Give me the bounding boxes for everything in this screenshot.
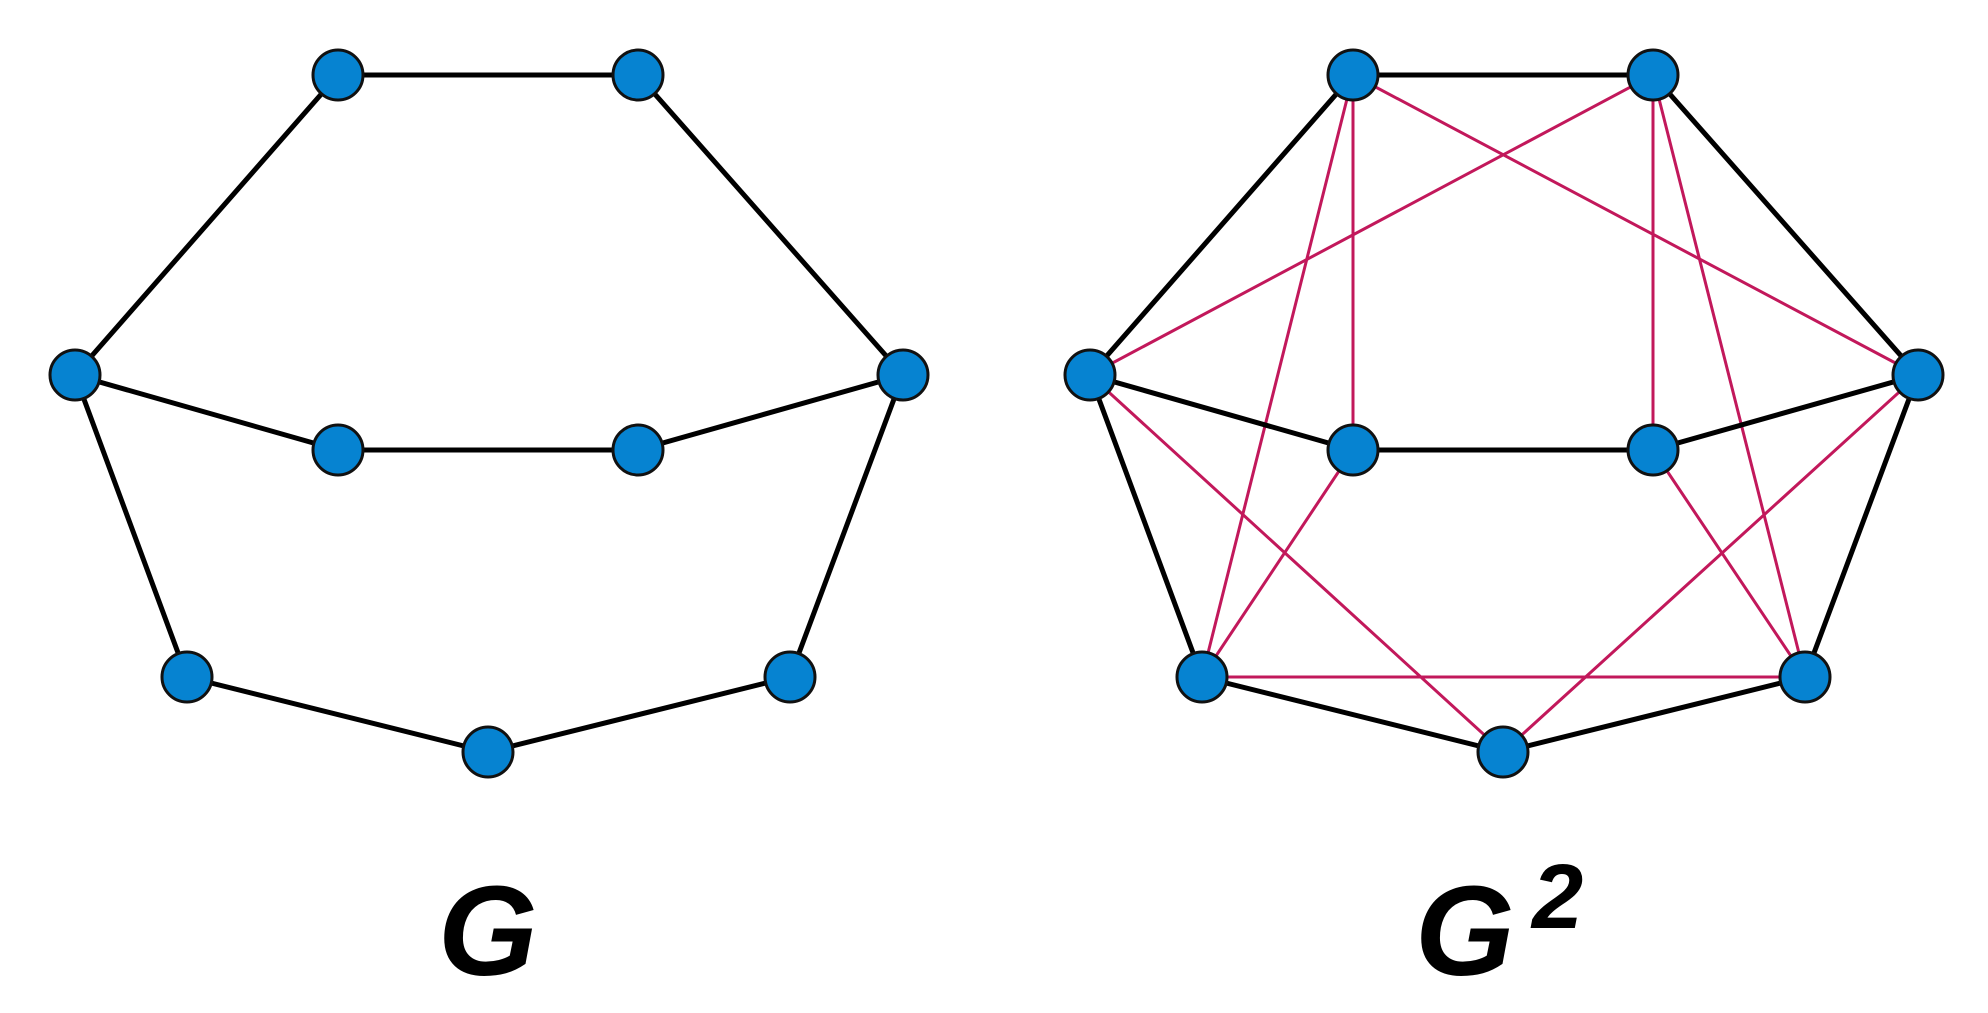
edge-outer-left-to-outer-bottom-left	[1087, 372, 1205, 680]
node-outer-bottom	[461, 725, 515, 779]
graph-g-squared: G 2	[1063, 48, 1945, 1003]
node-outer-left	[1063, 348, 1117, 402]
edge-outer-top-right-to-outer-right	[635, 72, 906, 378]
node-outer-bottom-right	[763, 650, 817, 704]
node-outer-right	[1891, 348, 1945, 402]
square-edge-outer-top-right-to-outer-bottom-right	[1651, 73, 1807, 679]
square-edge-outer-top-right-to-outer-left	[1088, 73, 1655, 377]
node-outer-top-left	[311, 48, 365, 102]
edge-outer-bottom-left-to-outer-bottom	[184, 674, 491, 755]
graph-g-label: G	[438, 860, 538, 1003]
node-outer-bottom-left	[1175, 650, 1229, 704]
square-edge-outer-left-to-outer-bottom	[1088, 373, 1505, 754]
square-edge-inner-left-to-outer-bottom-left	[1200, 448, 1355, 679]
square-edge-outer-right-to-outer-bottom	[1501, 373, 1920, 754]
edge-outer-left-to-inner-left	[72, 372, 341, 453]
edge-outer-top-left-to-outer-left	[1087, 72, 1356, 378]
edge-outer-bottom-left-to-outer-bottom	[1199, 674, 1506, 755]
edge-outer-left-to-inner-left	[1087, 372, 1356, 453]
edge-outer-bottom-to-outer-bottom-right	[485, 674, 793, 755]
graph-g-label-main: G	[438, 860, 538, 1003]
node-inner-left	[311, 423, 365, 477]
edge-outer-bottom-to-outer-bottom-right	[1500, 674, 1808, 755]
edge-outer-bottom-right-to-outer-right	[1802, 372, 1921, 680]
graph-g: G	[48, 48, 930, 1003]
edge-outer-top-left-to-outer-left	[72, 72, 341, 378]
node-inner-right	[611, 423, 665, 477]
node-outer-top-right	[1626, 48, 1680, 102]
edge-inner-right-to-outer-right	[1650, 372, 1921, 453]
graph-g-squared-label-superscript: 2	[1530, 846, 1583, 948]
graph-g-squared-edges	[1087, 72, 1921, 755]
square-edge-inner-right-to-outer-bottom-right	[1651, 448, 1807, 679]
graph-g-edges	[72, 72, 906, 755]
node-outer-top-left	[1326, 48, 1380, 102]
node-outer-left	[48, 348, 102, 402]
graph-g-squared-label-main: G	[1415, 860, 1515, 1003]
square-edge-outer-top-left-to-outer-right	[1351, 73, 1920, 377]
edge-outer-bottom-right-to-outer-right	[787, 372, 906, 680]
graph-g-squared-nodes	[1063, 48, 1945, 779]
node-outer-right	[876, 348, 930, 402]
node-outer-top-right	[611, 48, 665, 102]
node-inner-left	[1326, 423, 1380, 477]
edge-outer-left-to-outer-bottom-left	[72, 372, 190, 680]
edge-inner-right-to-outer-right	[635, 372, 906, 453]
graph-g-squared-superscript: 2	[1530, 846, 1583, 948]
graph-g-squared-label: G	[1415, 860, 1515, 1003]
square-edge-outer-top-left-to-outer-bottom-left	[1200, 73, 1355, 679]
node-outer-bottom	[1476, 725, 1530, 779]
node-outer-bottom-left	[160, 650, 214, 704]
edge-outer-top-right-to-outer-right	[1650, 72, 1921, 378]
node-outer-bottom-right	[1778, 650, 1832, 704]
graph-g-nodes	[48, 48, 930, 779]
node-inner-right	[1626, 423, 1680, 477]
